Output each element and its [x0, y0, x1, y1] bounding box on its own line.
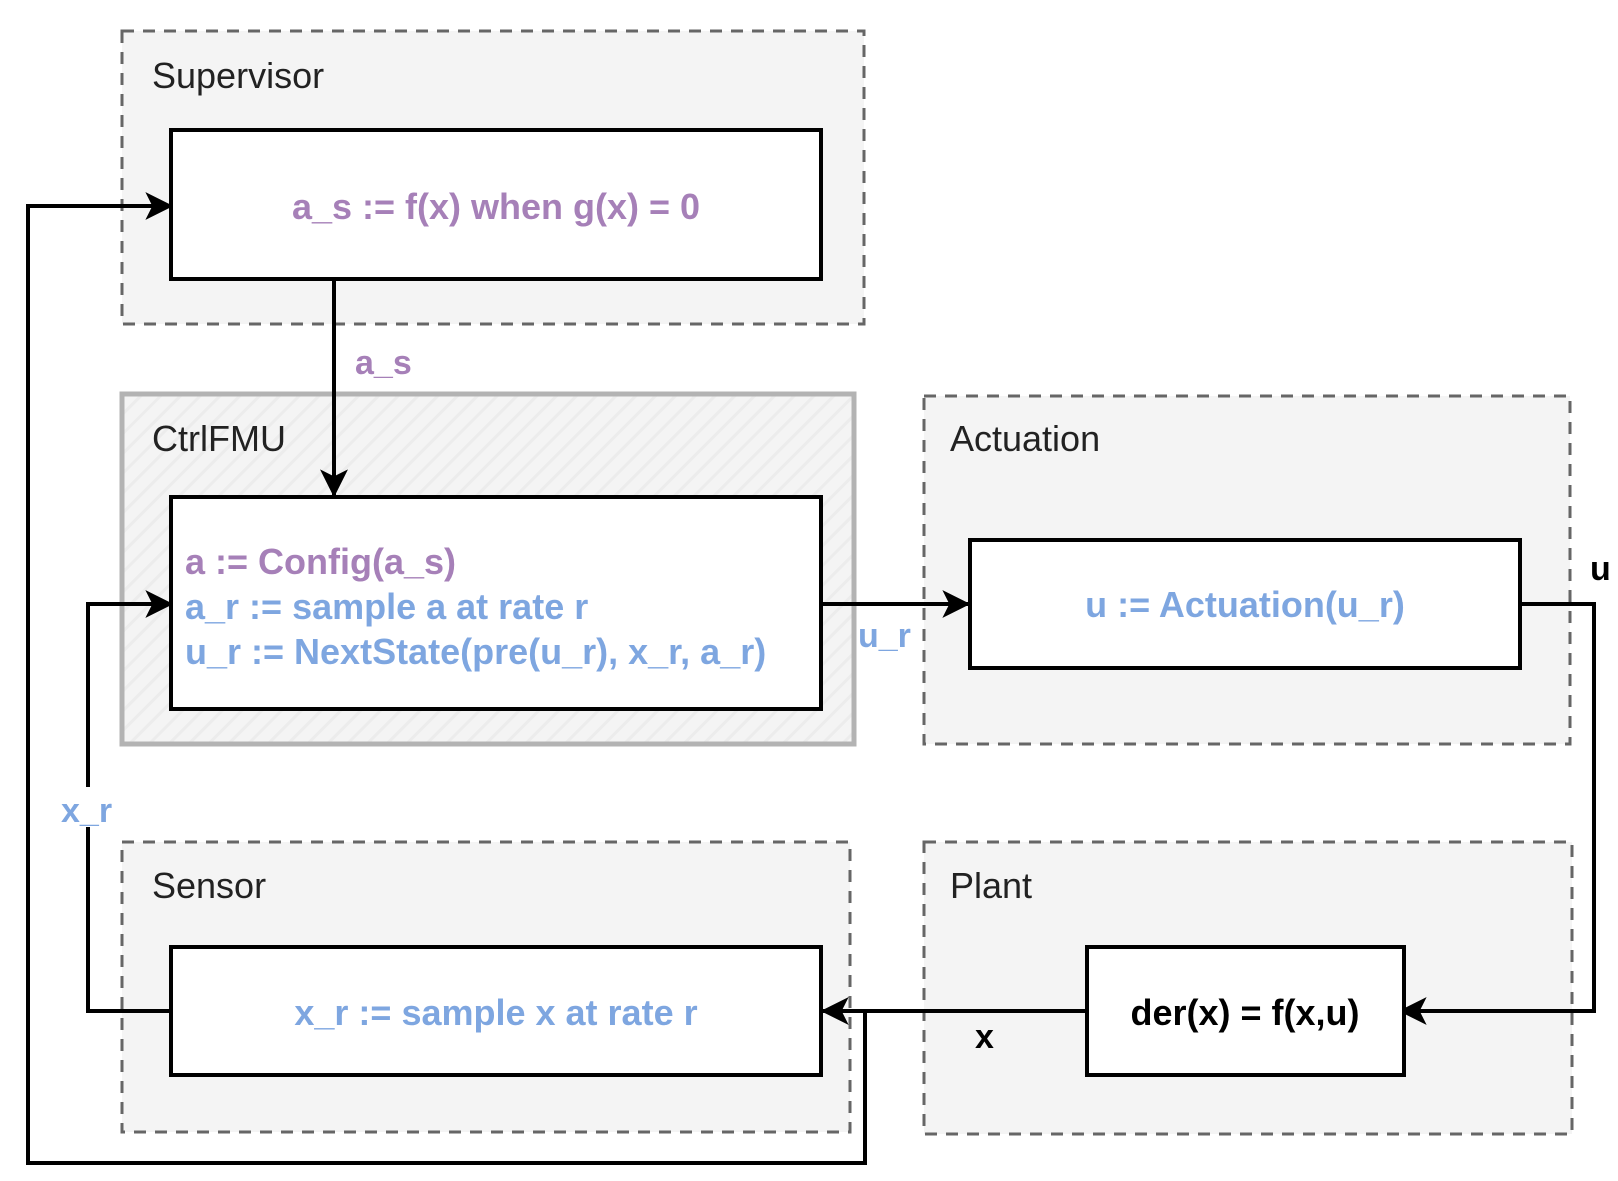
actuation-equation: u := Actuation(u_r)	[1085, 584, 1405, 625]
plant-box: der(x) = f(x,u)	[1085, 945, 1406, 1077]
actuation-box: u := Actuation(u_r)	[968, 538, 1522, 670]
actuation-group-label: Actuation	[950, 418, 1100, 459]
x-to-supervisor-connector	[26, 192, 867, 1165]
a-s-edge-label: a_s	[355, 344, 412, 382]
x-edge-label: x	[975, 1018, 994, 1056]
supervisor-box: a_s := f(x) when g(x) = 0	[169, 128, 823, 281]
u-r-edge-label: u_r	[858, 617, 911, 655]
sensor-group-label: Sensor	[152, 865, 266, 906]
sensor-equation: x_r := sample x at rate r	[294, 992, 697, 1033]
sensor-box: x_r := sample x at rate r	[169, 945, 823, 1077]
ctrl-nextstate-line: u_r := NextState(pre(u_r), x_r, a_r)	[185, 631, 766, 672]
ctrl-sample-line: a_r := sample a at rate r	[185, 586, 588, 627]
x-r-edge-label: x_r	[61, 792, 112, 830]
u-connector	[1398, 602, 1596, 1025]
ctrlfmu-box: a := Config(a_s) a_r := sample a at rate…	[169, 495, 823, 711]
ctrl-config-line: a := Config(a_s)	[185, 541, 456, 582]
u-edge-label: u	[1590, 550, 1611, 588]
supervisor-group-label: Supervisor	[152, 55, 324, 96]
plant-group-label: Plant	[950, 865, 1032, 906]
plant-equation: der(x) = f(x,u)	[1130, 992, 1359, 1033]
ctrlfmu-group-label: CtrlFMU	[152, 418, 286, 459]
x-r-label-background	[56, 787, 122, 827]
supervisor-equation: a_s := f(x) when g(x) = 0	[292, 186, 700, 227]
